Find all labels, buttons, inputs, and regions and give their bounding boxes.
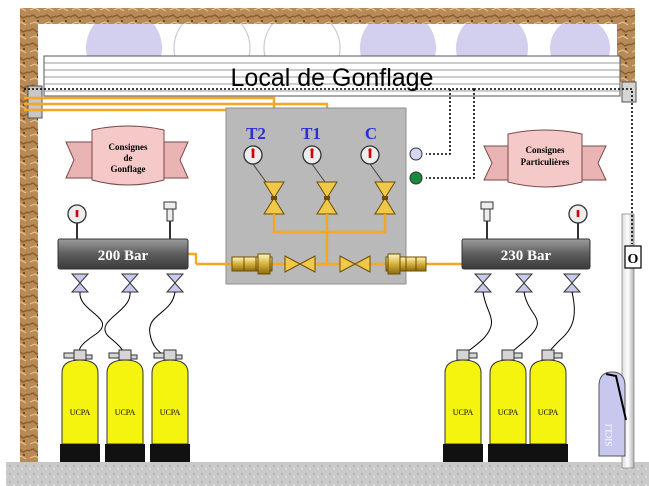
left-cylinder-1-label: UCPA xyxy=(70,408,91,417)
right-ribbon-line-2: Particulières xyxy=(521,157,570,167)
line-valve-left[interactable] xyxy=(284,255,316,273)
control-lines xyxy=(24,88,633,244)
right-manifold-pressure: 230 Bar xyxy=(501,248,552,264)
right-wall xyxy=(617,8,635,82)
right-outlet-valves[interactable] xyxy=(473,273,582,293)
left-ramp-gauge xyxy=(67,204,87,240)
left-ribbon-line-2: de xyxy=(124,153,133,163)
door-marker: O xyxy=(628,252,639,267)
left-instructions-ribbon xyxy=(65,125,189,186)
left-manifold-bar xyxy=(57,238,189,270)
left-cylinder-2-label: UCPA xyxy=(115,408,136,417)
right-manifold-bar xyxy=(461,238,591,270)
right-cylinder-3 xyxy=(528,349,568,462)
right-ramp-regulator xyxy=(480,201,494,240)
panel-gauge-c xyxy=(360,145,380,165)
line-valve-right[interactable] xyxy=(339,255,371,273)
panel-label-t2: T2 xyxy=(246,124,266,143)
right-cylinder-1-label: UCPA xyxy=(453,408,474,417)
right-ribbon-line-1: Consignes xyxy=(525,145,565,155)
right-cylinder-3-label: UCPA xyxy=(538,408,559,417)
fire-extinguisher-label: SICLI xyxy=(604,424,614,447)
right-ramp-gauge xyxy=(568,204,588,240)
left-manifold-pressure: 200 Bar xyxy=(98,248,149,264)
connection-hoses xyxy=(78,291,575,357)
top-wall xyxy=(20,8,635,24)
left-cylinder-2 xyxy=(105,349,145,462)
left-cylinder-3 xyxy=(150,349,190,462)
fire-extinguisher xyxy=(598,371,627,457)
right-cylinder-2 xyxy=(488,349,528,462)
page-title: Local de Gonflage xyxy=(231,64,434,92)
panel-label-c: C xyxy=(365,124,377,143)
floor xyxy=(6,462,649,486)
indicator-light-blue xyxy=(409,147,423,161)
panel-gauge-t2 xyxy=(243,145,263,165)
door-marker-box xyxy=(624,245,642,269)
left-coupling xyxy=(231,253,273,275)
left-wall-block xyxy=(27,85,43,119)
right-cylinder-2-label: UCPA xyxy=(498,408,519,417)
panel-valve-c[interactable] xyxy=(374,181,396,215)
right-wall-block xyxy=(621,81,637,103)
left-outlet-valves[interactable] xyxy=(70,273,185,293)
indicator-light-green xyxy=(409,171,423,185)
left-ribbon-line-1: Consignes xyxy=(108,142,148,152)
right-instructions-ribbon xyxy=(483,129,607,188)
left-ramp-regulator xyxy=(163,201,177,240)
control-panel xyxy=(225,107,407,285)
right-coupling xyxy=(385,253,427,275)
right-cylinder-1 xyxy=(443,349,483,462)
panel-label-t1: T1 xyxy=(301,124,321,143)
left-wall xyxy=(20,8,38,466)
left-cylinder-1 xyxy=(60,349,100,462)
left-cylinder-3-label: UCPA xyxy=(160,408,181,417)
panel-gauge-t1 xyxy=(302,145,322,165)
left-ribbon-line-3: Gonflage xyxy=(111,164,146,174)
